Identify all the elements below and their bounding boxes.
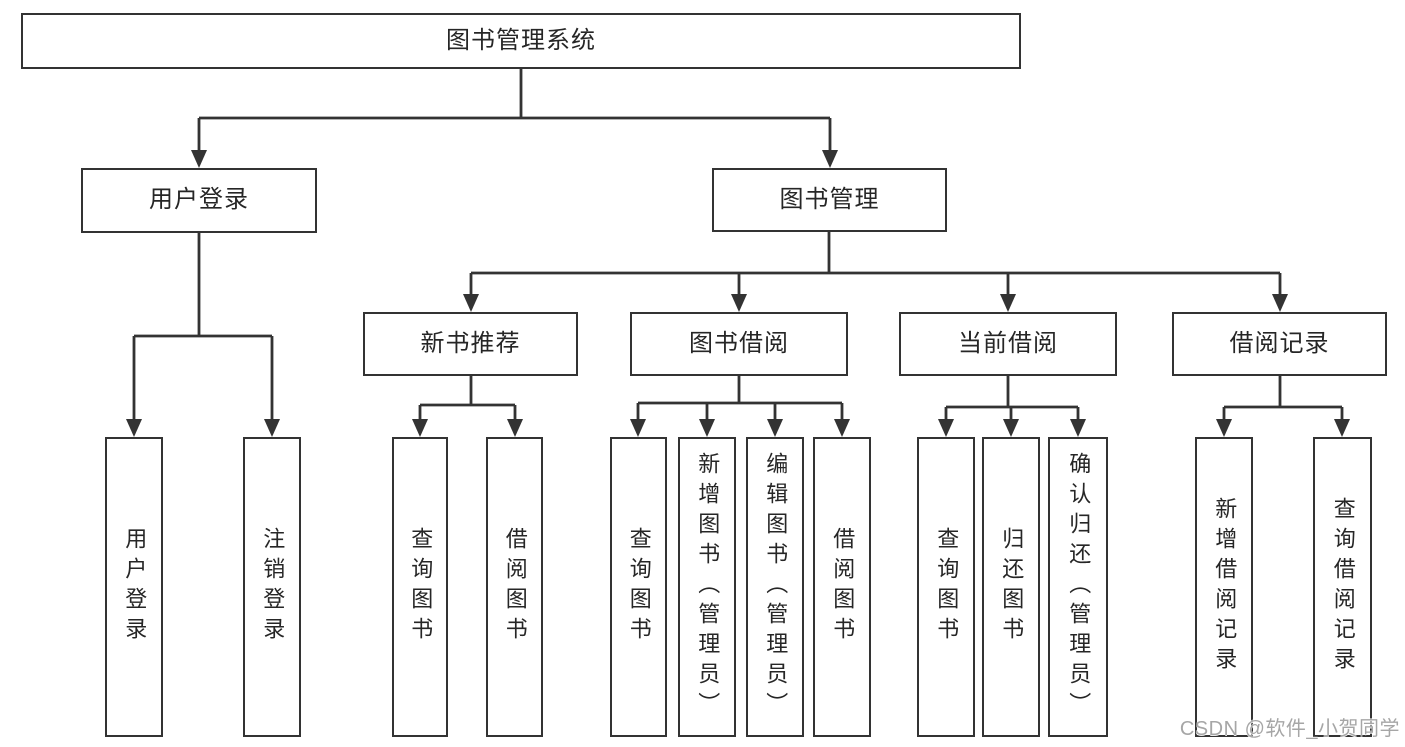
leaf-logout: 注销登录 bbox=[243, 437, 301, 737]
leaf-br-query-record: 查询借阅记录 bbox=[1313, 437, 1372, 737]
leaf-bb-add-books-admin: 新增图书（管理员） bbox=[678, 437, 736, 737]
node-user-login: 用户登录 bbox=[81, 168, 317, 233]
node-borrow-records: 借阅记录 bbox=[1172, 312, 1387, 376]
leaf-bb-query-books: 查询图书 bbox=[610, 437, 667, 737]
node-current-borrow: 当前借阅 bbox=[899, 312, 1117, 376]
csdn-watermark: CSDN @软件_小贺同学 bbox=[1179, 718, 1400, 740]
leaf-nb-borrow-books: 借阅图书 bbox=[486, 437, 543, 737]
node-book-borrow: 图书借阅 bbox=[630, 312, 848, 376]
leaf-bb-edit-books-admin: 编辑图书（管理员） bbox=[746, 437, 804, 737]
node-book-management: 图书管理 bbox=[712, 168, 947, 232]
leaf-cb-return-books: 归还图书 bbox=[982, 437, 1040, 737]
leaf-nb-query-books: 查询图书 bbox=[392, 437, 448, 737]
leaf-bb-borrow-books: 借阅图书 bbox=[813, 437, 871, 737]
leaf-cb-confirm-return-admin: 确认归还（管理员） bbox=[1048, 437, 1108, 737]
node-library-system: 图书管理系统 bbox=[21, 13, 1021, 69]
node-new-book-recommend: 新书推荐 bbox=[363, 312, 578, 376]
leaf-user-login: 用户登录 bbox=[105, 437, 163, 737]
leaf-br-add-record: 新增借阅记录 bbox=[1195, 437, 1253, 737]
arrowheads bbox=[126, 150, 1350, 437]
leaf-cb-query-books: 查询图书 bbox=[917, 437, 975, 737]
